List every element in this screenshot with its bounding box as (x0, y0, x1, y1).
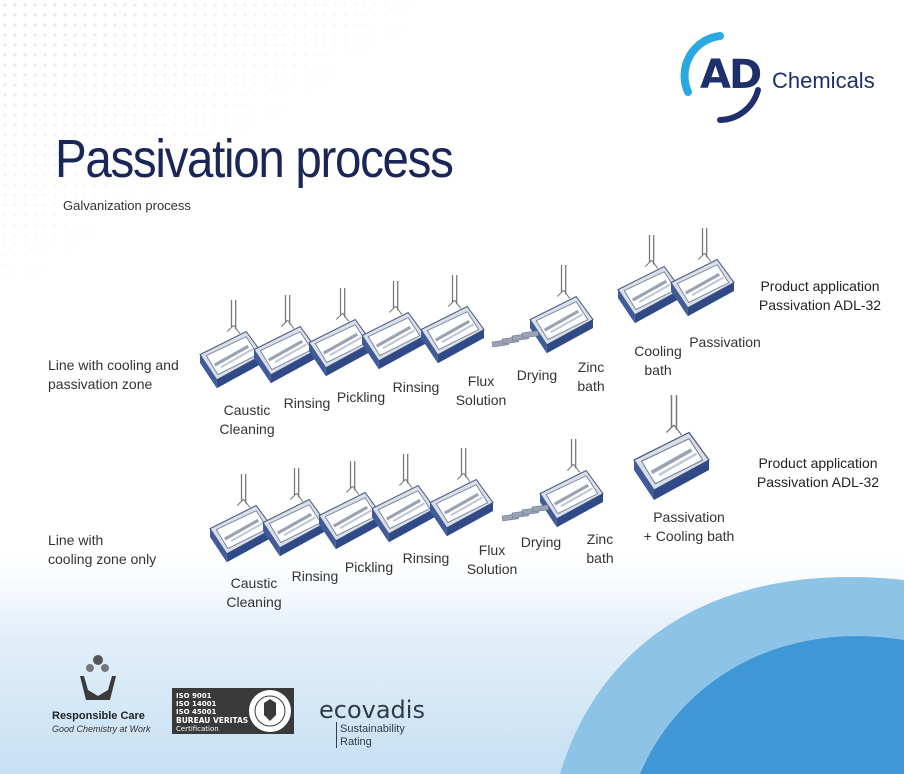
line2-stage-drying: Drying (520, 534, 562, 550)
ecovadis-sub1: Sustainability (340, 723, 405, 735)
responsible-care-tagline: Good Chemistry at Work (52, 724, 151, 734)
line1-tank-2 (308, 288, 373, 377)
line1-stage-caustic-cleaning: Caustic Cleaning (219, 402, 275, 437)
responsible-care-label: Responsible Care (52, 710, 145, 722)
ecovadis-sub2: Rating (340, 736, 372, 748)
line2-product-application: Product application (758, 455, 878, 471)
logo-mark: AD (700, 52, 762, 98)
line1-tank-6 (617, 235, 682, 324)
line1-tank-5 (529, 265, 594, 354)
line2-stage-rinsing-1: Rinsing (291, 568, 339, 584)
page-title: Passivation process (55, 129, 454, 189)
ecovadis-divider (336, 722, 337, 748)
bv-iso-45001: ISO 45001 (176, 708, 217, 716)
responsible-care-icon (80, 655, 116, 700)
company-logo: AD Chemicals (680, 30, 880, 126)
line1-stage-passivation: Passivation (689, 334, 761, 350)
line1-tank-1 (253, 295, 318, 384)
line1-stage-zinc-bath: Zinc bath (577, 359, 605, 394)
ecovadis-logo: ecovadis (319, 696, 425, 724)
line1-tank-0 (199, 300, 264, 389)
bv-iso-9001: ISO 9001 (176, 692, 212, 700)
line2-tank-0 (209, 474, 274, 563)
line1-stage-pickling: Pickling (336, 389, 386, 405)
line2-tank-passivation-cooling (633, 395, 710, 500)
bv-certification: Certification (176, 725, 219, 733)
bureau-veritas-seal-icon (247, 688, 293, 734)
line2-stage-zinc-bath: Zinc bath (586, 531, 614, 566)
bv-name: BUREAU VERITAS (176, 716, 249, 725)
line2-tank-4 (429, 448, 494, 537)
line1-drying-rack (491, 330, 539, 348)
line2-product-name: Passivation ADL-32 (756, 474, 880, 490)
line1-tank-4 (420, 275, 485, 364)
line2-stage-flux-solution: Flux Solution (466, 542, 518, 577)
line2-tank-2 (318, 461, 383, 550)
line1-tank-7 (670, 228, 735, 317)
logo-swoosh-icon (680, 32, 761, 123)
line1-stage-rinsing-2: Rinsing (392, 379, 440, 395)
line2-drying-rack (501, 504, 549, 522)
line1-stage-drying: Drying (516, 367, 558, 383)
line2-stage-passivation-cooling: Passivation + Cooling bath (643, 509, 735, 544)
line1-product-application: Product application (760, 278, 880, 294)
line2-tank-3 (371, 454, 436, 543)
line1-stage-cooling-bath: Cooling bath (634, 343, 682, 378)
line2-stage-rinsing-2: Rinsing (402, 550, 450, 566)
line2-label: Line with cooling zone only (48, 532, 157, 567)
line2-tank-5 (539, 439, 604, 528)
line1-tank-3 (361, 281, 426, 370)
line2-tank-1 (262, 468, 327, 557)
line1-stage-flux-solution: Flux Solution (455, 373, 507, 408)
page-subtitle: Galvanization process (63, 198, 191, 213)
line1-label: Line with cooling and passivation zone (48, 357, 179, 392)
logo-name: Chemicals (772, 68, 875, 93)
line2-stage-pickling: Pickling (344, 559, 394, 575)
bv-iso-14001: ISO 14001 (176, 700, 217, 708)
line1-stage-rinsing-1: Rinsing (283, 395, 331, 411)
line2-stage-caustic-cleaning: Caustic Cleaning (226, 575, 282, 610)
line1-product-name: Passivation ADL-32 (758, 297, 882, 313)
